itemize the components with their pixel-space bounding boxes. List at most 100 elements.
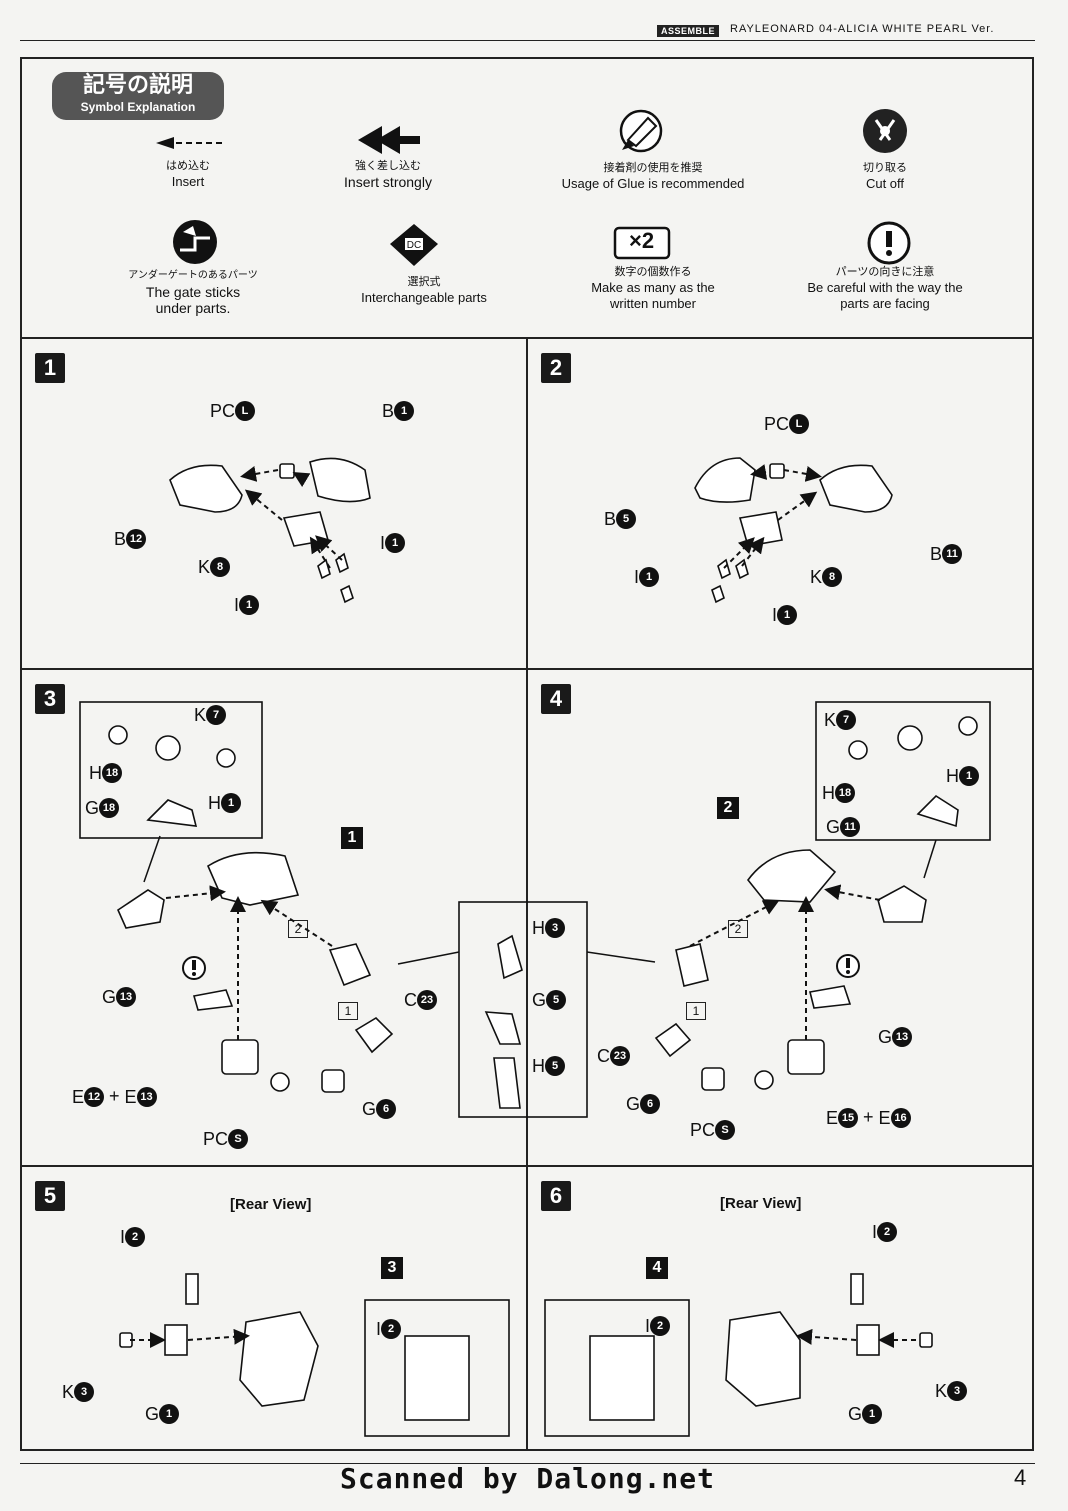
inset-box <box>364 1299 510 1437</box>
scan-credit: Scanned by Dalong.net <box>340 1462 716 1495</box>
symbol-en: Usage of Glue is recommended <box>561 176 745 191</box>
multiply-mark: ×2 <box>629 228 655 253</box>
step-number: 5 <box>35 1181 65 1211</box>
step-number: 3 <box>35 684 65 714</box>
caution-icon <box>867 221 911 265</box>
caution-icon <box>836 954 860 978</box>
part-shell <box>746 849 837 903</box>
symbol-jp: パーツの向きに注意 <box>835 265 935 278</box>
glue-icon <box>619 109 663 153</box>
symbol-en: Make as many as the written number <box>591 280 715 311</box>
step-reference: 2 <box>717 797 739 819</box>
symbol-multiply: 数字の個数作る Make as many as the written numb… <box>578 264 728 312</box>
part-shell <box>206 851 300 906</box>
header-rule <box>20 40 1035 41</box>
symbol-title-jp: 記号の説明 <box>82 73 193 98</box>
symbol-title-en: Symbol Explanation <box>80 100 196 114</box>
symbol-explanation-title: 記号の説明 Symbol Explanation <box>52 72 224 120</box>
symbol-jp: 選択式 <box>407 275 441 288</box>
symbol-jp: 切り取る <box>863 161 907 174</box>
part-shell <box>309 457 371 503</box>
symbol-en: The gate sticks under parts. <box>145 284 241 316</box>
symbol-jp: 接着剤の使用を推奨 <box>603 161 703 174</box>
assemble-tag: ASSEMBLE <box>657 25 720 37</box>
inset-box <box>79 701 263 839</box>
step-reference: 1 <box>341 827 363 849</box>
part-pc <box>279 463 295 479</box>
step-number: 2 <box>541 353 571 383</box>
divider <box>526 337 528 1451</box>
sub-step-box: 1 <box>338 1002 358 1020</box>
rear-view-title: [Rear View] <box>230 1196 312 1213</box>
insert-arrow-icon <box>156 137 222 149</box>
symbol-en: Cut off <box>865 176 905 191</box>
interchangeable-icon: DC <box>390 224 438 266</box>
page-number: 4 <box>1014 1465 1027 1490</box>
symbol-jp: アンダーゲートのあるパーツ <box>128 270 258 281</box>
symbol-cut-off: 切り取る Cut off <box>830 160 940 192</box>
symbol-glue: 接着剤の使用を推奨 Usage of Glue is recommended <box>548 160 758 192</box>
symbol-insert-strongly: 強く差し込む Insert strongly <box>318 158 458 190</box>
inset-box <box>544 1299 690 1437</box>
symbol-en: Insert <box>171 174 205 189</box>
part-shell <box>169 464 243 513</box>
step-reference: 3 <box>381 1257 403 1279</box>
inset-box <box>458 901 588 1118</box>
symbol-en: Interchangeable parts <box>361 290 487 305</box>
symbol-interchangeable: 選択式 Interchangeable parts <box>344 274 504 306</box>
part-small <box>340 584 354 604</box>
rear-view-title: [Rear View] <box>720 1195 802 1212</box>
step-number: 1 <box>35 353 65 383</box>
step-number: 6 <box>541 1181 571 1211</box>
part-shell <box>819 464 893 513</box>
symbol-jp: はめ込む <box>166 159 210 172</box>
svg-text:DC: DC <box>407 240 421 251</box>
insert-strongly-arrow-icon <box>358 126 420 154</box>
step-number: 4 <box>541 684 571 714</box>
cut-off-icon <box>863 109 907 153</box>
multiply-icon <box>613 226 671 260</box>
header-title: RAYLEONARD 04-ALICIA WHITE PEARL Ver. <box>730 23 995 35</box>
symbol-jp: 数字の個数作る <box>614 265 692 278</box>
caution-icon <box>182 956 206 980</box>
sub-step-box: 1 <box>686 1002 706 1020</box>
